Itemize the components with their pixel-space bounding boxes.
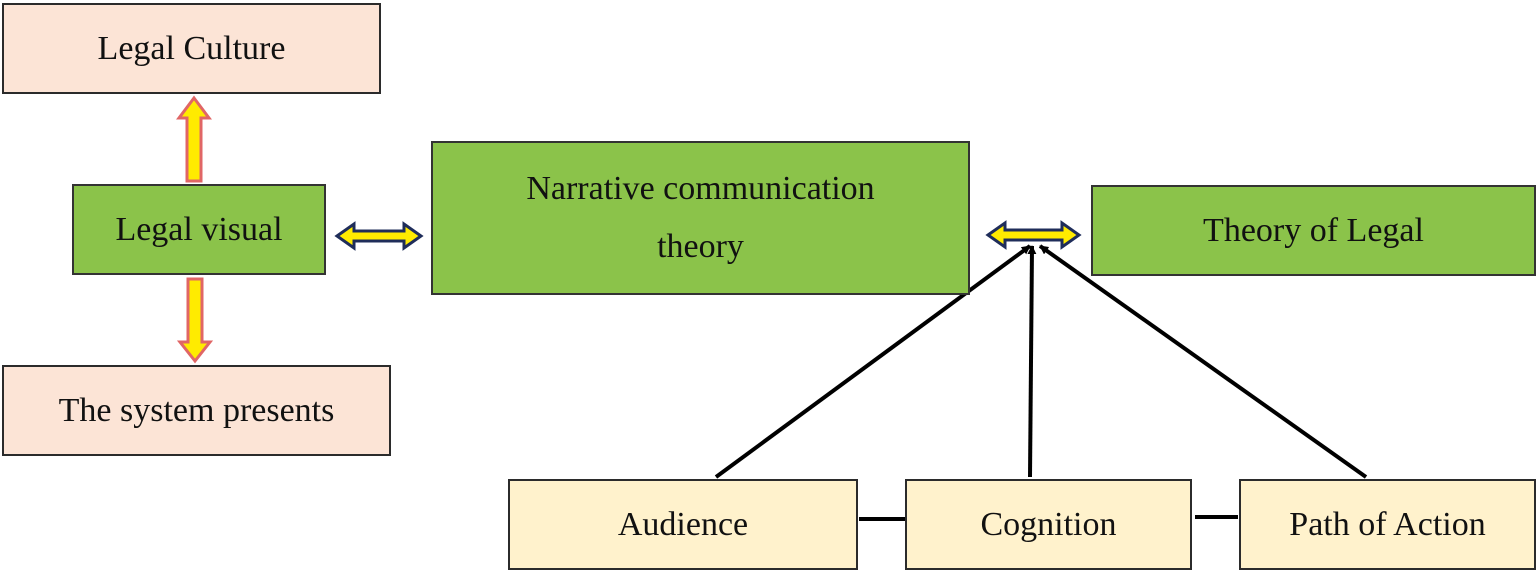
arrow-cognition-to-theory-of-legal xyxy=(1027,245,1037,478)
arrow-audience-to-theory-of-legal xyxy=(714,244,1032,479)
node-cognition: Cognition xyxy=(905,479,1192,570)
node-legal-visual-label: Legal visual xyxy=(115,210,283,248)
node-narrative-communication-theory-label: Narrative communication theory xyxy=(526,170,875,265)
node-narrative-communication-theory: Narrative communication theory xyxy=(431,141,970,295)
node-legal-visual: Legal visual xyxy=(72,184,326,275)
arrow-path-of-action-to-theory-of-legal xyxy=(1038,244,1368,479)
node-theory-of-legal-label: Theory of Legal xyxy=(1203,211,1424,249)
node-path-of-action-label: Path of Action xyxy=(1289,505,1486,543)
arrow-narrative-theory-theory-of-legal xyxy=(985,220,1082,250)
node-system-presents-label: The system presents xyxy=(58,391,335,429)
arrow-legal-visual-narrative-theory xyxy=(334,221,424,251)
node-audience: Audience xyxy=(508,479,858,570)
node-legal-culture: Legal Culture xyxy=(2,3,381,94)
node-cognition-label: Cognition xyxy=(980,505,1117,543)
node-theory-of-legal: Theory of Legal xyxy=(1091,185,1536,276)
node-audience-label: Audience xyxy=(617,505,749,543)
arrow-legal-visual-to-system-presents xyxy=(176,277,214,364)
arrow-legal-visual-to-legal-culture xyxy=(176,95,212,183)
node-legal-culture-label: Legal Culture xyxy=(97,29,286,67)
node-path-of-action: Path of Action xyxy=(1239,479,1536,570)
node-system-presents: The system presents xyxy=(2,365,391,456)
